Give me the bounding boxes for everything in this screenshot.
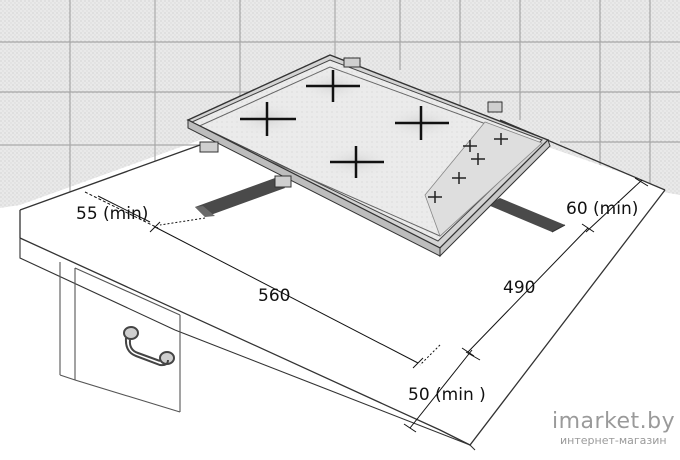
cutout-depth-label: 490 [503, 278, 535, 298]
burner-back [299, 70, 367, 102]
drawer-handle [123, 326, 175, 367]
watermark-tagline: интернет-магазин [560, 434, 667, 447]
cabinet-drawer [59, 262, 181, 413]
back-clearance-label: 60 (min) [566, 199, 638, 219]
knob-1 [494, 133, 508, 145]
dimension-lines [84, 177, 649, 433]
imarket-watermark: imarket.by интернет-магазин [552, 409, 675, 447]
front-clearance-label: 50 (min ) [408, 385, 486, 405]
burner-front [318, 145, 394, 179]
mounting-clips [199, 57, 503, 188]
knob-4 [428, 191, 442, 203]
knob-3 [452, 172, 466, 184]
burner-left [229, 101, 305, 137]
control-knobs [428, 133, 508, 203]
knob-5 [463, 140, 477, 152]
cutout-width-label: 560 [258, 286, 290, 306]
watermark-brand: imarket.by [552, 409, 675, 434]
left-clearance-label: 55 (min) [76, 204, 148, 224]
burner-right [381, 105, 461, 141]
knob-2 [471, 153, 485, 165]
countertop-cutout [195, 178, 566, 233]
